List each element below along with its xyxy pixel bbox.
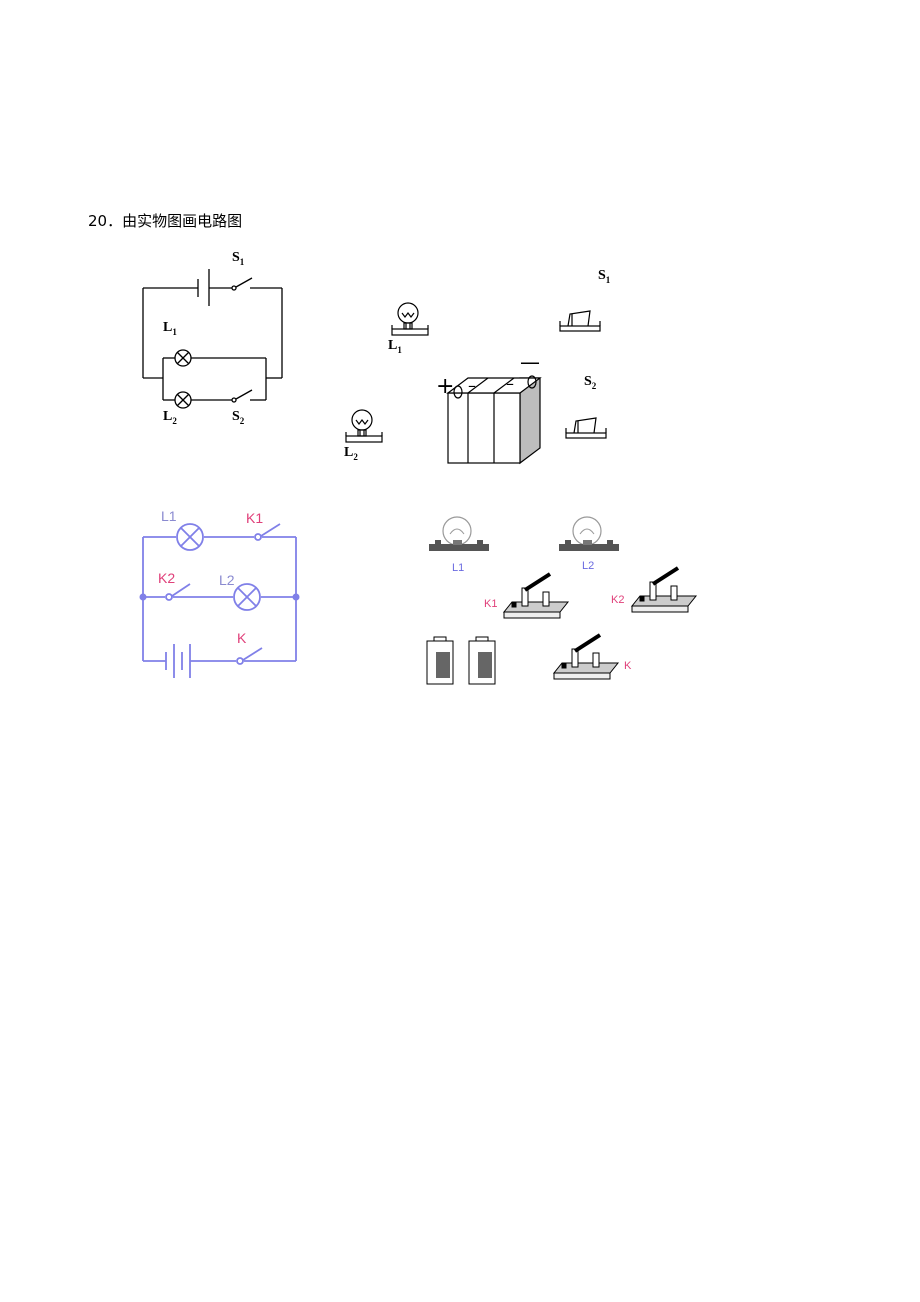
battery-cell-2-icon xyxy=(468,636,496,685)
label-s1: S1 xyxy=(232,250,245,267)
c2-label-k2: K2 xyxy=(158,570,176,586)
label-l1: L1 xyxy=(163,320,177,337)
c2-label-l1: L1 xyxy=(161,508,177,524)
question-text: 由实物图画电路图 xyxy=(122,212,243,230)
p2-label-k1: K1 xyxy=(484,598,498,610)
battery-box-icon xyxy=(446,375,542,465)
knife-switch-k-icon xyxy=(552,633,620,680)
battery-minus-mid2: – xyxy=(506,374,514,393)
p2-label-l2: L2 xyxy=(582,560,595,572)
question-title: 20．由实物图画电路图 xyxy=(88,210,242,231)
lamp-l2-icon xyxy=(345,409,383,443)
c2-label-l2: L2 xyxy=(219,572,235,588)
phys-label-s1: S1 xyxy=(598,268,611,285)
phys-label-l1: L1 xyxy=(388,338,402,355)
phys-label-s2: S2 xyxy=(584,374,597,391)
battery-minus-top: — xyxy=(520,350,540,374)
phys-label-l2: L2 xyxy=(344,445,358,462)
lamp-l1-physical-icon xyxy=(429,516,489,551)
label-l2: L2 xyxy=(163,409,177,426)
battery-plus: + xyxy=(436,374,455,399)
label-s2: S2 xyxy=(232,409,245,426)
switch-s2-icon xyxy=(565,417,607,439)
p2-label-k2: K2 xyxy=(611,594,625,606)
lamp-l2-physical-icon xyxy=(559,516,619,551)
knife-switch-k1-icon xyxy=(502,572,570,619)
lamp-l1-icon xyxy=(391,302,429,336)
c2-label-k1: K1 xyxy=(246,510,264,526)
knife-switch-k2-icon xyxy=(630,566,698,613)
c2-label-k: K xyxy=(237,630,247,646)
battery-minus-mid1: – xyxy=(468,376,476,395)
battery-cell-1-icon xyxy=(426,636,454,685)
p2-label-k: K xyxy=(624,660,632,672)
switch-s1-icon xyxy=(559,310,601,332)
question-number: 20． xyxy=(88,212,123,230)
p2-label-l1: L1 xyxy=(452,562,465,574)
